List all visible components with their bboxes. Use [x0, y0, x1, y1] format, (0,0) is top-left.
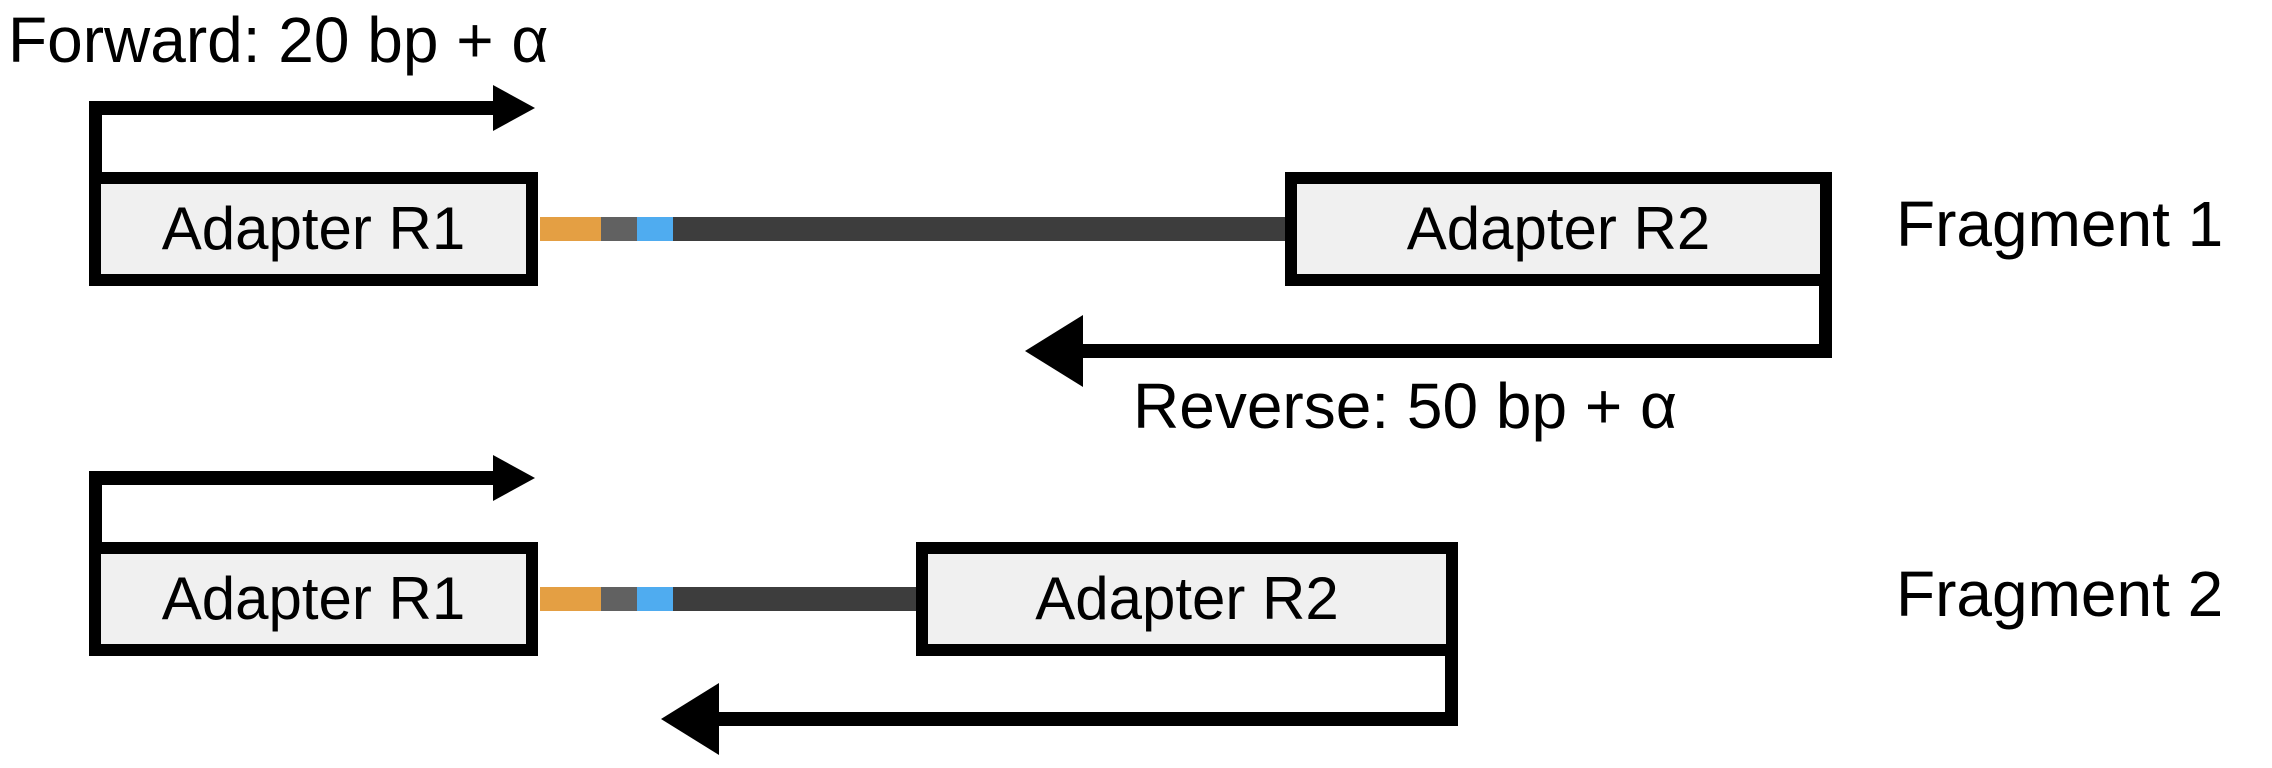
fragment1-reverse-arrow-elbow	[1819, 280, 1832, 358]
fragment1-orange-segment	[540, 217, 601, 241]
fragment2-arrowhead-right-icon	[493, 455, 535, 501]
fragment2-forward-arrow-line	[89, 471, 495, 485]
forward-read-label: Forward: 20 bp + α	[8, 4, 549, 76]
fragment1-arrowhead-right-icon	[493, 85, 535, 131]
fragment2-dark-insert-segment	[673, 587, 916, 611]
fragment1-adapter-r2-box: Adapter R2	[1285, 172, 1832, 286]
fragment1-adapter-r1-label: Adapter R1	[161, 195, 466, 262]
fragment1-forward-arrow-elbow	[89, 101, 102, 181]
fragment1-forward-arrow-line	[89, 101, 495, 115]
fragment2-reverse-arrow-line	[712, 712, 1458, 726]
fragment2-blue-segment	[637, 587, 673, 611]
fragment1-gray-segment	[601, 217, 637, 241]
fragment2-adapter-r2-label: Adapter R2	[1035, 565, 1339, 632]
fragment2-orange-segment	[540, 587, 601, 611]
fragment1-adapter-r2-label: Adapter R2	[1406, 195, 1711, 262]
fragment1-dark-insert-segment	[673, 217, 1285, 241]
fragment1-arrowhead-left-icon	[1025, 315, 1083, 387]
fragment2-adapter-r1-label: Adapter R1	[161, 565, 466, 632]
reverse-read-label: Reverse: 50 bp + α	[1133, 370, 1677, 442]
fragment2-adapter-r1-box: Adapter R1	[89, 542, 538, 656]
fragment2-arrowhead-left-icon	[661, 683, 719, 755]
fragment2-gray-segment	[601, 587, 637, 611]
fragment2-forward-arrow-elbow	[89, 471, 102, 551]
fragment1-blue-segment	[637, 217, 673, 241]
fragment2-adapter-r2-box: Adapter R2	[916, 542, 1458, 656]
fragment2-label: Fragment 2	[1896, 558, 2224, 630]
fragment1-reverse-arrow-line	[1072, 344, 1832, 358]
fragment1-adapter-r1-box: Adapter R1	[89, 172, 538, 286]
fragment1-label: Fragment 1	[1896, 188, 2224, 260]
fragment2-reverse-arrow-elbow	[1445, 650, 1458, 726]
